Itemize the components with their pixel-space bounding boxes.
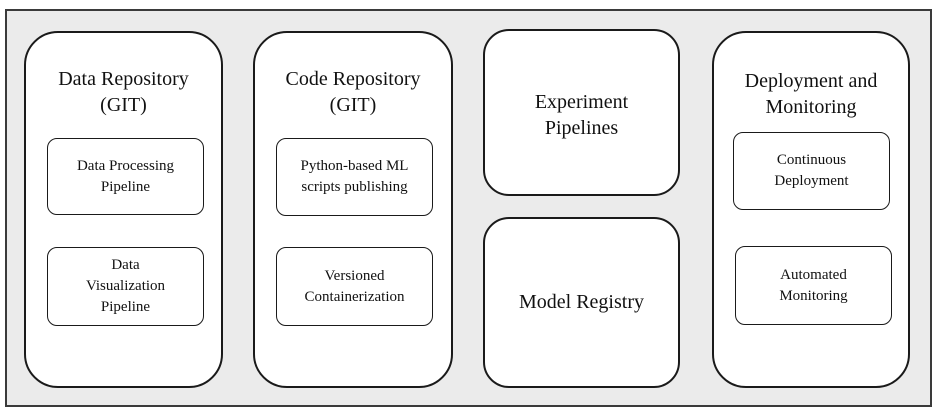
automated-monitoring-box: Automated Monitoring bbox=[735, 246, 892, 325]
deployment-monitoring-title: Deployment and Monitoring bbox=[744, 70, 878, 118]
code-repository-title: Code Repository (GIT) bbox=[285, 68, 421, 116]
model-registry-box: Model Registry bbox=[483, 217, 680, 388]
model-registry-label: Model Registry bbox=[519, 291, 644, 313]
data-processing-pipeline-box: Data Processing Pipeline bbox=[47, 138, 204, 215]
diagram-frame: Data Repository (GIT) Data Processing Pi… bbox=[5, 9, 932, 407]
versioned-containerization-box: Versioned Containerization bbox=[276, 247, 433, 326]
data-visualization-pipeline-box: Data Visualization Pipeline bbox=[47, 247, 204, 326]
deployment-monitoring-panel: Deployment and Monitoring Continuous Dep… bbox=[712, 31, 910, 388]
experiment-pipelines-box: Experiment Pipelines bbox=[483, 29, 680, 196]
continuous-deployment-box: Continuous Deployment bbox=[733, 132, 890, 210]
python-ml-scripts-box: Python-based ML scripts publishing bbox=[276, 138, 433, 216]
data-repository-panel: Data Repository (GIT) Data Processing Pi… bbox=[24, 31, 223, 388]
experiment-pipelines-label: Experiment Pipelines bbox=[534, 91, 629, 139]
code-repository-panel: Code Repository (GIT) Python-based ML sc… bbox=[253, 31, 453, 388]
data-repository-title: Data Repository (GIT) bbox=[58, 68, 189, 116]
